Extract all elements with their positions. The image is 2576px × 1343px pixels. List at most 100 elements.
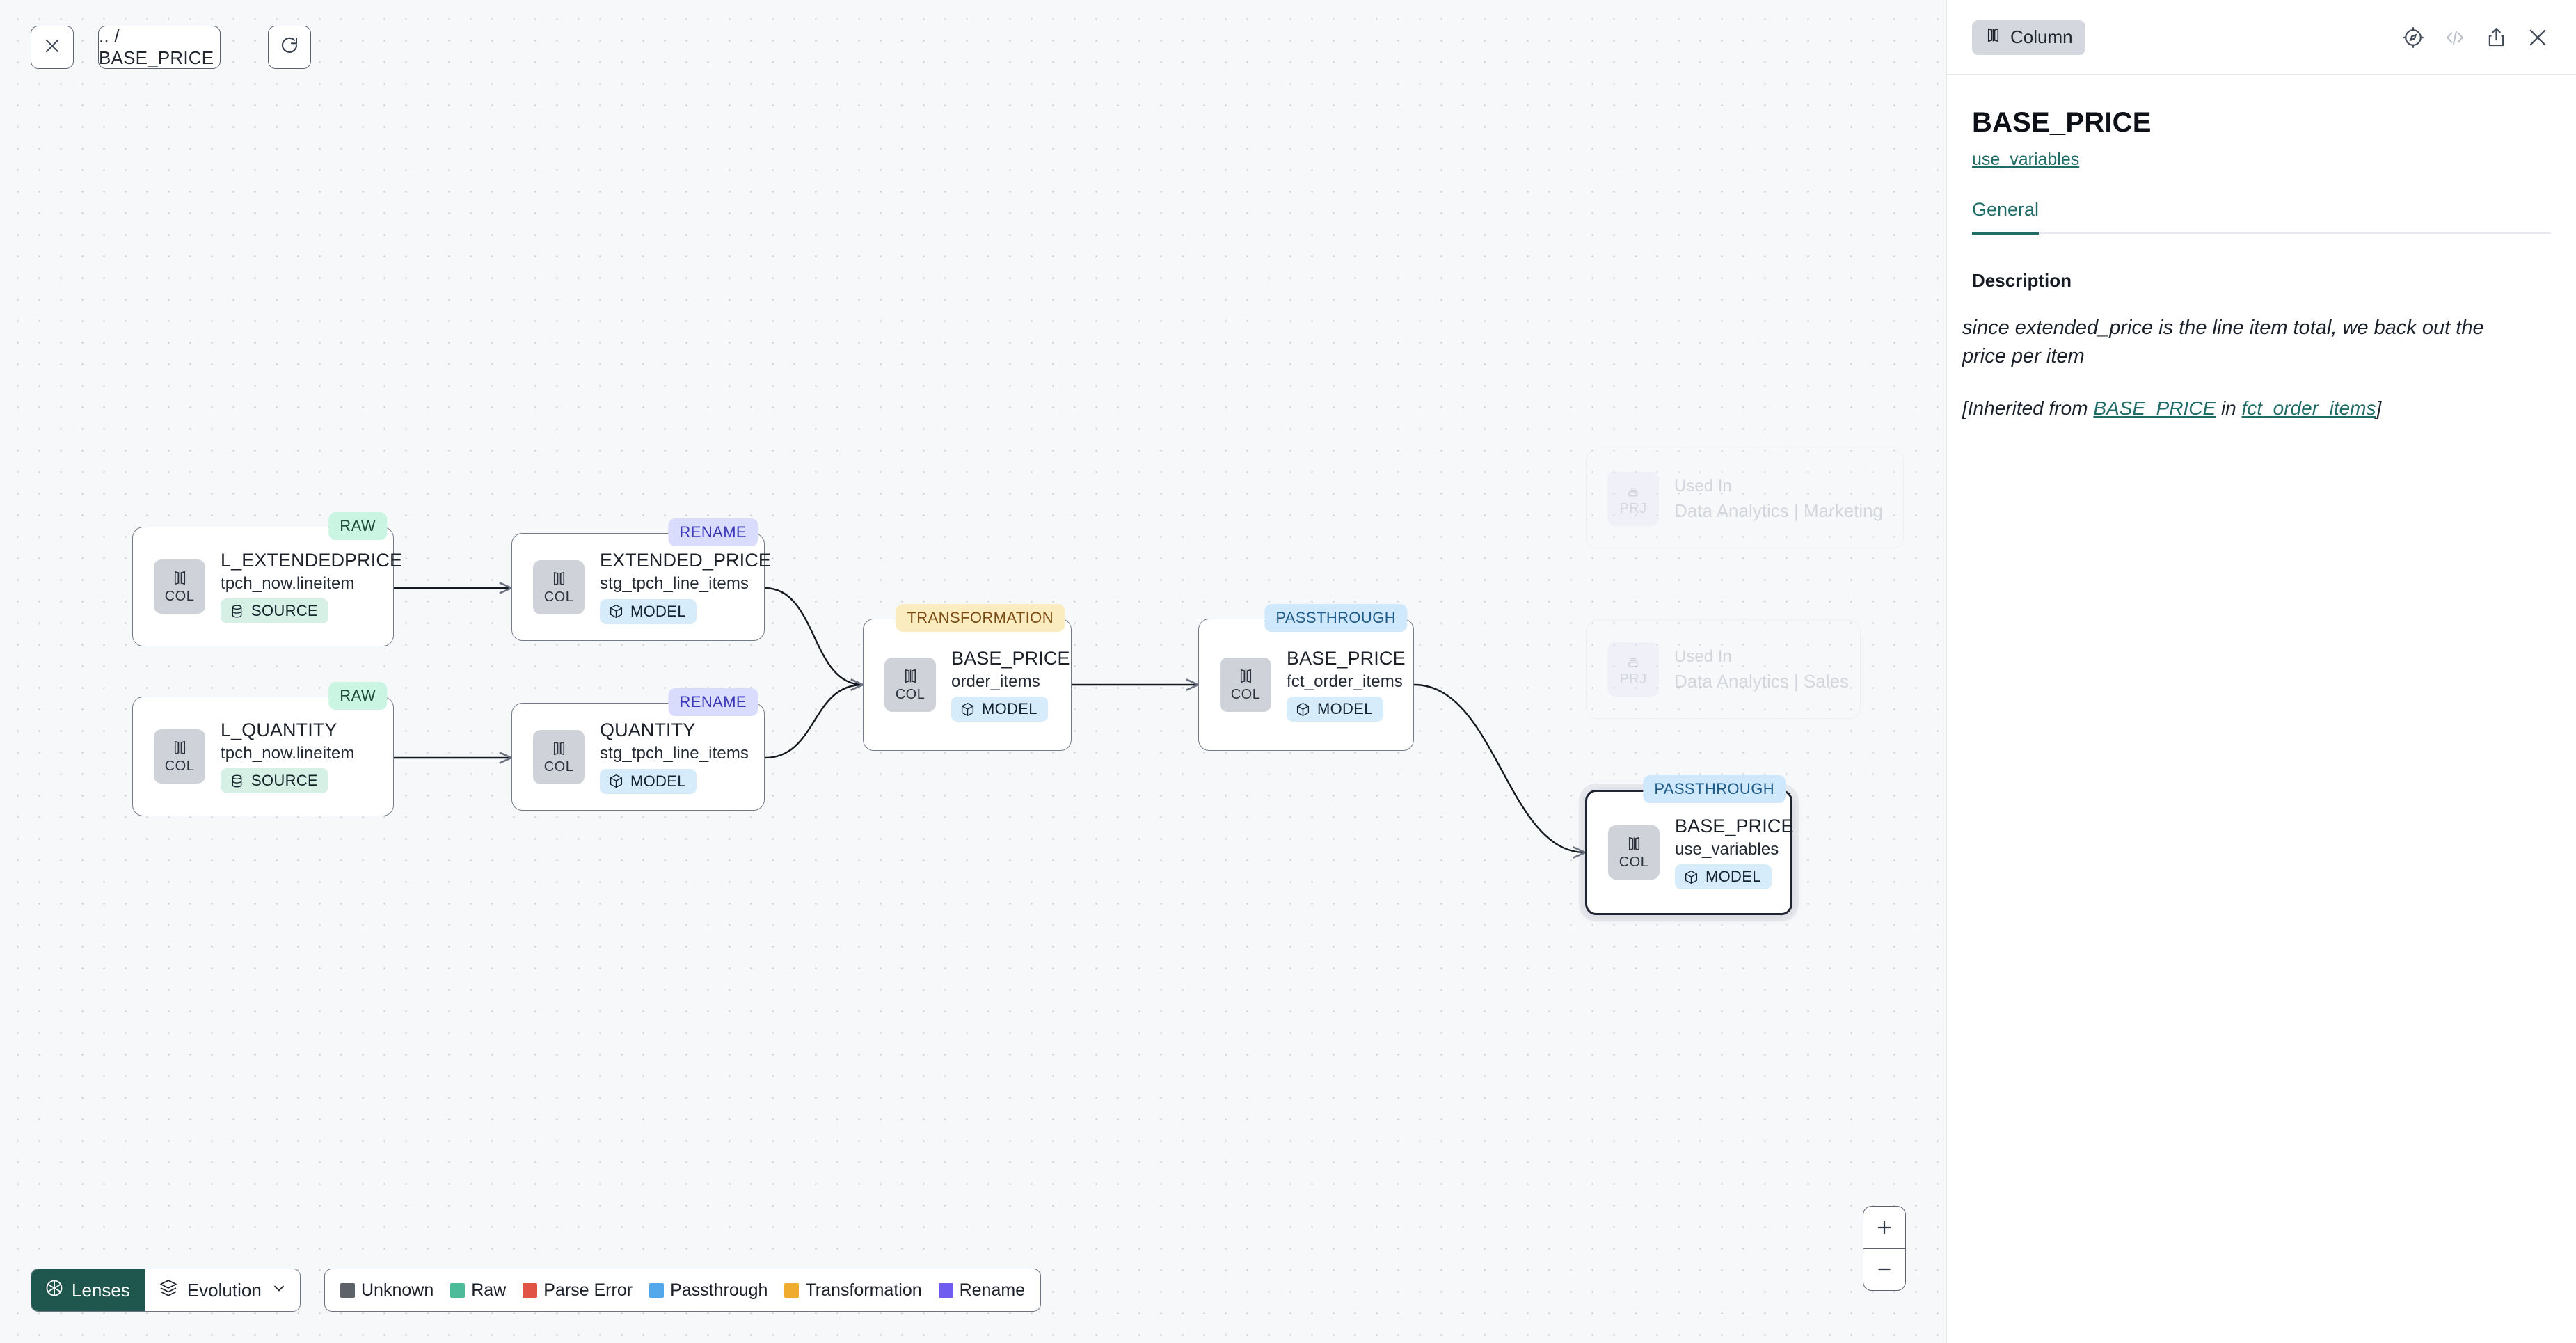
- lineage-node-base_price_order_items[interactable]: COL BASE_PRICE order_itemsMODEL: [863, 619, 1072, 751]
- legend-item: Raw: [450, 1280, 506, 1301]
- node-subtitle: fct_order_items: [1287, 672, 1406, 692]
- inherited-model-link[interactable]: fct_order_items: [2242, 397, 2376, 419]
- node-pill-label: MODEL: [630, 603, 686, 621]
- share-icon[interactable]: [2485, 26, 2508, 49]
- lineage-canvas[interactable]: RAW COLL_EXTENDEDPRICEtpch_now.lineitemSO…: [0, 0, 1946, 1343]
- node-pill-label: MODEL: [1317, 700, 1373, 718]
- legend-swatch: [450, 1283, 465, 1298]
- node-kind-label: COL: [544, 759, 574, 775]
- used-in-caption: Used In: [1674, 477, 1883, 496]
- close-graph-button[interactable]: [31, 26, 74, 69]
- lineage-node-l_quantity[interactable]: COLL_QUANTITYtpch_now.lineitemSOURCE: [132, 697, 394, 816]
- cube-icon: [608, 773, 624, 789]
- lenses-button[interactable]: Lenses: [31, 1269, 145, 1311]
- legend-label: Transformation: [805, 1280, 921, 1301]
- node-pill-model: MODEL: [951, 697, 1048, 722]
- lineage-node-base_price_fct[interactable]: COLBASE_PRICEfct_order_itemsMODEL: [1198, 619, 1414, 751]
- node-title: BASE_PRICE: [951, 648, 1070, 669]
- inherited-suffix: ]: [2376, 397, 2382, 419]
- layers-icon: [159, 1278, 178, 1303]
- inherited-prefix: [Inherited from: [1962, 397, 2093, 419]
- parent-model-link[interactable]: use_variables: [1972, 150, 2079, 170]
- description-text: since extended_price is the line item to…: [1962, 314, 2526, 371]
- inherited-middle: in: [2216, 397, 2241, 419]
- close-icon: [42, 36, 62, 59]
- legend-item: Rename: [939, 1280, 1026, 1301]
- status-legend: Unknown Raw Parse Error Passthrough Transfor…: [324, 1269, 1041, 1312]
- node-subtitle: use_variables: [1675, 840, 1794, 859]
- project-type-icon: PRJ: [1607, 642, 1659, 697]
- lenses-label: Lenses: [72, 1280, 130, 1301]
- node-pill-model: MODEL: [1287, 697, 1383, 722]
- compass-icon[interactable]: [2401, 26, 2425, 49]
- lineage-node-extended_price[interactable]: COLEXTENDED_PRICEstg_tpch_line_itemsMODE…: [511, 533, 765, 641]
- project-type-icon: PRJ: [1607, 472, 1659, 526]
- legend-swatch: [939, 1283, 953, 1298]
- node-title: L_EXTENDEDPRICE: [221, 550, 402, 571]
- node-pill-label: SOURCE: [251, 772, 318, 790]
- node-badge-trans: TRANSFORMATION: [896, 604, 1065, 632]
- zoom-out-button[interactable]: [1863, 1249, 1905, 1291]
- legend-label: Raw: [471, 1280, 506, 1301]
- legend-item: Parse Error: [523, 1280, 633, 1301]
- lineage-node-base_price_use_variables[interactable]: COLBASE_PRICEuse_variablesMODEL: [1585, 790, 1792, 915]
- used-in-label: Data Analytics | Sales: [1674, 671, 1849, 692]
- cube-icon: [608, 603, 624, 619]
- cube-icon: [1683, 869, 1699, 885]
- node-kind-label: COL: [896, 687, 925, 703]
- used-in-kind-label: PRJ: [1619, 672, 1646, 688]
- lineage-node-l_extendedprice[interactable]: COLL_EXTENDEDPRICEtpch_now.lineitemSOURC…: [132, 527, 394, 646]
- column-type-icon: COL: [154, 729, 205, 784]
- entity-type-chip[interactable]: Column: [1972, 20, 2085, 55]
- breadcrumb[interactable]: .. / BASE_PRICE: [98, 26, 221, 69]
- node-badge-pass: PASSTHROUGH: [1264, 604, 1407, 632]
- node-pill-model: MODEL: [600, 769, 697, 794]
- legend-item: Transformation: [784, 1280, 921, 1301]
- node-kind-label: COL: [1231, 687, 1261, 703]
- legend-swatch: [523, 1283, 537, 1298]
- node-title: EXTENDED_PRICE: [600, 550, 771, 571]
- legend-item: Passthrough: [649, 1280, 768, 1301]
- node-subtitle: stg_tpch_line_items: [600, 744, 749, 763]
- evolution-button[interactable]: Evolution: [145, 1269, 300, 1311]
- tab-general[interactable]: General: [1972, 199, 2039, 235]
- used-in-card-used-in-marketing[interactable]: PRJ Used In Data Analytics | Marketing: [1586, 450, 1904, 548]
- refresh-button[interactable]: [268, 26, 311, 69]
- code-icon: [2443, 26, 2467, 49]
- node-badge-raw: RAW: [328, 682, 387, 710]
- zoom-in-button[interactable]: [1863, 1207, 1905, 1249]
- node-pill-label: MODEL: [630, 772, 686, 790]
- database-icon: [229, 603, 245, 619]
- column-type-icon: COL: [884, 658, 936, 712]
- node-pill-model: MODEL: [1675, 864, 1772, 889]
- page-title: BASE_PRICE: [1972, 107, 2551, 138]
- column-type-icon: COL: [533, 560, 585, 614]
- entity-type-label: Column: [2010, 26, 2073, 48]
- node-kind-label: COL: [544, 589, 574, 605]
- node-subtitle: stg_tpch_line_items: [600, 574, 771, 594]
- inherited-column-link[interactable]: BASE_PRICE: [2093, 397, 2216, 419]
- database-icon: [229, 773, 245, 789]
- description-label: Description: [1972, 270, 2551, 292]
- node-pill-model: MODEL: [600, 599, 697, 624]
- column-type-icon: COL: [154, 559, 205, 614]
- used-in-card-used-in-sales[interactable]: PRJ Used In Data Analytics | Sales: [1586, 620, 1861, 719]
- node-pill-label: MODEL: [1706, 868, 1761, 886]
- panel-tabs[interactable]: General: [1972, 199, 2551, 234]
- legend-label: Unknown: [361, 1280, 434, 1301]
- refresh-icon: [279, 35, 300, 60]
- node-subtitle: order_items: [951, 672, 1070, 692]
- used-in-kind-label: PRJ: [1619, 501, 1646, 517]
- node-badge-rename: RENAME: [668, 688, 758, 716]
- node-badge-pass: PASSTHROUGH: [1643, 775, 1786, 803]
- column-type-icon: COL: [1608, 825, 1660, 880]
- panel-header: Column: [1947, 0, 2576, 75]
- lenses-evolution-group[interactable]: Lenses Evolution: [31, 1269, 301, 1312]
- used-in-caption: Used In: [1674, 647, 1849, 667]
- lineage-node-quantity[interactable]: COLQUANTITYstg_tpch_line_itemsMODEL: [511, 703, 765, 811]
- close-panel-icon[interactable]: [2526, 26, 2550, 49]
- used-in-label: Data Analytics | Marketing: [1674, 500, 1883, 522]
- column-type-icon: COL: [1220, 658, 1271, 712]
- zoom-controls[interactable]: [1863, 1206, 1906, 1291]
- node-title: L_QUANTITY: [221, 720, 354, 741]
